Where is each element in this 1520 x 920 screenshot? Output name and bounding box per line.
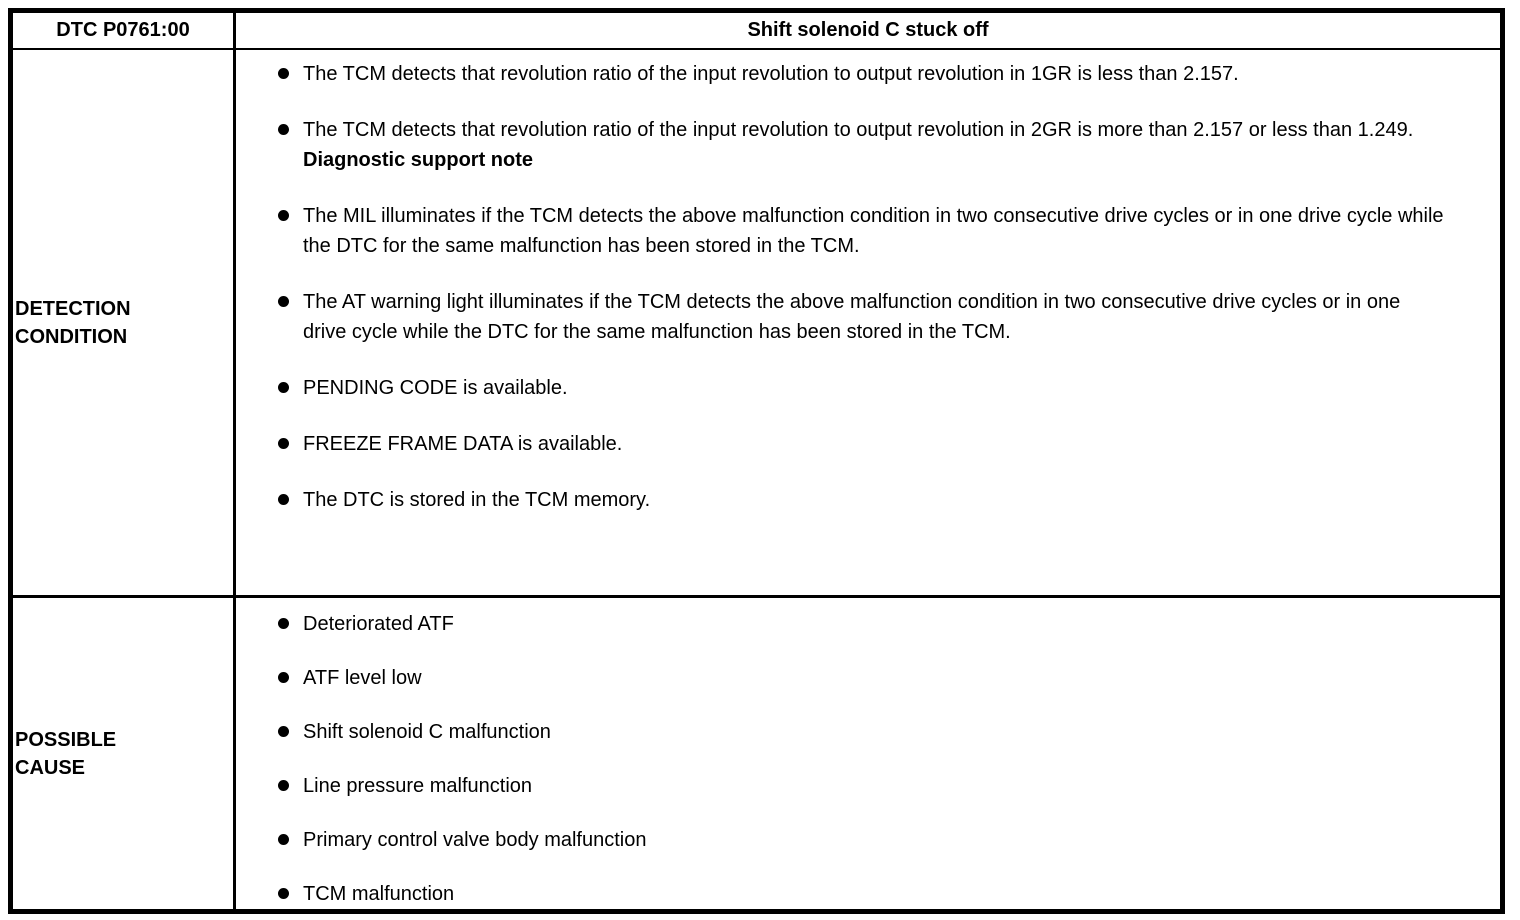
list-item-text: The MIL illuminates if the TCM detects t…: [303, 205, 1444, 257]
list-item: Shift solenoid C malfunction: [236, 717, 1448, 747]
list-item: FREEZE FRAME DATA is available.: [236, 429, 1448, 459]
dtc-code: DTC P0761:00: [56, 19, 190, 41]
list-item: Primary control valve body malfunction: [236, 825, 1448, 855]
list-item: Deteriorated ATF: [236, 609, 1448, 639]
list-item-text: The DTC is stored in the TCM memory.: [303, 489, 651, 511]
bullet-icon: [278, 438, 289, 449]
bullet-icon: [278, 618, 289, 629]
list-item-text: Deteriorated ATF: [303, 613, 454, 635]
list-item: Line pressure malfunction: [236, 771, 1448, 801]
list-item-text: Primary control valve body malfunction: [303, 829, 647, 851]
list-item: The TCM detects that revolution ratio of…: [236, 115, 1448, 145]
list-item: TCM malfunction: [236, 879, 1448, 909]
list-item: PENDING CODE is available.: [236, 373, 1448, 403]
diagnostic-support-note-heading: Diagnostic support note: [303, 149, 533, 171]
list-item: The TCM detects that revolution ratio of…: [236, 59, 1448, 89]
list-item: The AT warning light illuminates if the …: [236, 287, 1448, 347]
detection-condition-label: DETECTION CONDITION: [15, 297, 131, 348]
dtc-title: Shift solenoid C stuck off: [747, 19, 989, 41]
list-item: The DTC is stored in the TCM memory.: [236, 485, 1448, 515]
list-item: ATF level low: [236, 663, 1448, 693]
bullet-icon: [278, 210, 289, 221]
list-item-text: Line pressure malfunction: [303, 775, 533, 797]
bullet-icon: [278, 834, 289, 845]
dtc-table: DTC P0761:00 Shift solenoid C stuck off …: [8, 8, 1505, 914]
list-item-text: Shift solenoid C malfunction: [303, 721, 551, 743]
detection-bullet-list-after-note: The MIL illuminates if the TCM detects t…: [236, 201, 1448, 515]
list-item-text: The AT warning light illuminates if the …: [303, 291, 1401, 343]
bullet-icon: [278, 780, 289, 791]
dtc-title-cell: Shift solenoid C stuck off: [236, 13, 1500, 50]
list-item-text: ATF level low: [303, 667, 422, 689]
possible-cause-label-cell: POSSIBLE CAUSE: [13, 598, 236, 909]
bullet-icon: [278, 296, 289, 307]
list-item: The MIL illuminates if the TCM detects t…: [236, 201, 1448, 261]
bullet-icon: [278, 726, 289, 737]
possible-cause-label: POSSIBLE CAUSE: [15, 728, 117, 779]
bullet-icon: [278, 888, 289, 899]
list-item-text: The TCM detects that revolution ratio of…: [303, 63, 1239, 85]
bullet-icon: [278, 68, 289, 79]
bullet-icon: [278, 672, 289, 683]
possible-cause-bullet-list: Deteriorated ATF ATF level low Shift sol…: [236, 609, 1448, 909]
dtc-code-cell: DTC P0761:00: [13, 13, 236, 50]
possible-cause-content-cell: Deteriorated ATF ATF level low Shift sol…: [236, 598, 1500, 909]
detection-condition-content-cell: The TCM detects that revolution ratio of…: [236, 50, 1500, 598]
bullet-icon: [278, 494, 289, 505]
bullet-icon: [278, 382, 289, 393]
list-item-text: The TCM detects that revolution ratio of…: [303, 119, 1414, 141]
detection-condition-label-cell: DETECTION CONDITION: [13, 50, 236, 598]
list-item-text: FREEZE FRAME DATA is available.: [303, 433, 623, 455]
list-item-text: TCM malfunction: [303, 883, 455, 905]
bullet-icon: [278, 124, 289, 135]
detection-bullet-list: The TCM detects that revolution ratio of…: [236, 59, 1448, 145]
list-item-text: PENDING CODE is available.: [303, 377, 568, 399]
